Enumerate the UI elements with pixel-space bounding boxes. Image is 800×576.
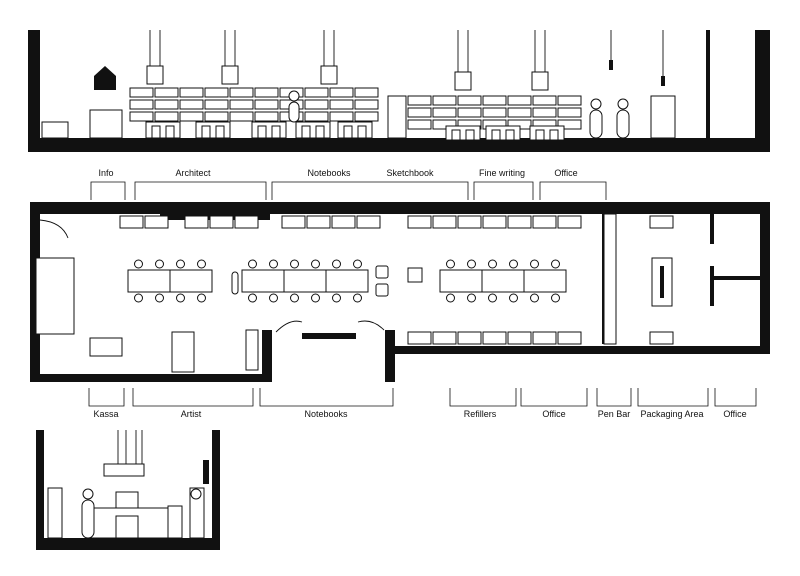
zone-label-artist: Artist <box>181 409 202 419</box>
zone-label-notebooks: Notebooks <box>307 168 351 178</box>
elevation-counter <box>89 109 123 139</box>
section-wall-left <box>36 430 44 550</box>
notebooks-door-left <box>275 320 303 333</box>
top-elevation-section <box>28 30 770 152</box>
zone-label-info: Info <box>98 168 113 178</box>
plan-tables <box>127 259 567 303</box>
plan-wall-notch-mid <box>302 333 356 339</box>
plan-wall-bottom-left <box>30 374 262 382</box>
zone-bracket-pen-bar <box>596 388 632 407</box>
plan-wall-shelves <box>119 215 674 345</box>
elevation-shelving-right <box>407 95 582 141</box>
section-floor <box>36 538 220 550</box>
section-wall-right <box>212 430 220 550</box>
plan-partition-2a <box>710 214 714 244</box>
plan-shelf-wall <box>603 213 617 345</box>
elevation-column <box>387 95 407 139</box>
zone-bracket-office <box>539 181 607 200</box>
elevation-figures <box>288 90 630 139</box>
elevation-wall-left <box>28 30 40 152</box>
elevation-floor <box>28 138 770 152</box>
bottom-cross-section <box>36 430 220 550</box>
zone-label-kassa: Kassa <box>93 409 118 419</box>
plan-partition-2b <box>710 266 714 306</box>
zone-label-notebooks: Notebooks <box>304 409 348 419</box>
plan-wall-right <box>760 202 770 354</box>
elevation-shelving-left <box>129 87 379 139</box>
elevation-wall-right <box>755 30 770 152</box>
zone-bracket-notebooks <box>271 181 469 200</box>
section-shelf-left <box>47 487 63 539</box>
plan-pedestal <box>407 267 423 283</box>
zone-label-office: Office <box>554 168 577 178</box>
zone-bracket-office <box>520 388 588 407</box>
elevation-desk <box>41 121 69 139</box>
plan-wall-bottom-right <box>395 346 770 354</box>
zone-bracket-refillers <box>449 388 517 407</box>
plan-wall-left <box>30 202 40 382</box>
bottom-zone-labels: Kassa Artist Notebooks Refillers Office Pen B… <box>88 388 757 419</box>
zone-bracket-notebooks <box>259 388 394 407</box>
zone-bracket-info <box>90 181 126 200</box>
plan-wall-top <box>30 202 770 214</box>
zone-bracket-packaging-area <box>637 388 709 407</box>
artist-display <box>171 331 195 373</box>
zone-label-fine-writing: Fine writing <box>479 168 525 178</box>
store-plan-view <box>30 202 770 382</box>
pendant-lamps <box>146 30 665 91</box>
notebooks-door-right <box>357 320 385 331</box>
zone-bracket-office-2 <box>714 388 757 407</box>
zone-label-office-2: Office <box>723 409 746 419</box>
zone-bracket-artist <box>132 388 254 407</box>
zone-bracket-architect <box>134 181 267 200</box>
elevation-partition <box>706 30 710 140</box>
entry-bench <box>35 257 75 335</box>
zone-bracket-fine-writing <box>473 181 534 200</box>
elevation-cabinet <box>650 95 676 139</box>
zone-label-sketchbook: Sketchbook <box>386 168 434 178</box>
plan-partition-3 <box>714 276 760 280</box>
top-zone-labels: Info Architect Notebooks Sketchbook Fine wri… <box>90 168 607 200</box>
zone-label-refillers: Refillers <box>464 409 497 419</box>
section-shelf-right <box>189 487 205 539</box>
kassa-counter <box>89 337 123 357</box>
zone-label-office: Office <box>542 409 565 419</box>
zone-label-packaging-area: Packaging Area <box>640 409 703 419</box>
entry-door-swing <box>39 219 69 239</box>
zone-bracket-kassa <box>88 388 125 407</box>
house-icon <box>94 66 116 90</box>
zone-label-architect: Architect <box>175 168 211 178</box>
zone-label-pen-bar: Pen Bar <box>598 409 631 419</box>
plan-wall-notch-right <box>385 330 395 382</box>
section-lamp <box>103 463 145 477</box>
plan-wall-notch-left <box>262 330 272 382</box>
artist-cabinet <box>245 329 259 371</box>
